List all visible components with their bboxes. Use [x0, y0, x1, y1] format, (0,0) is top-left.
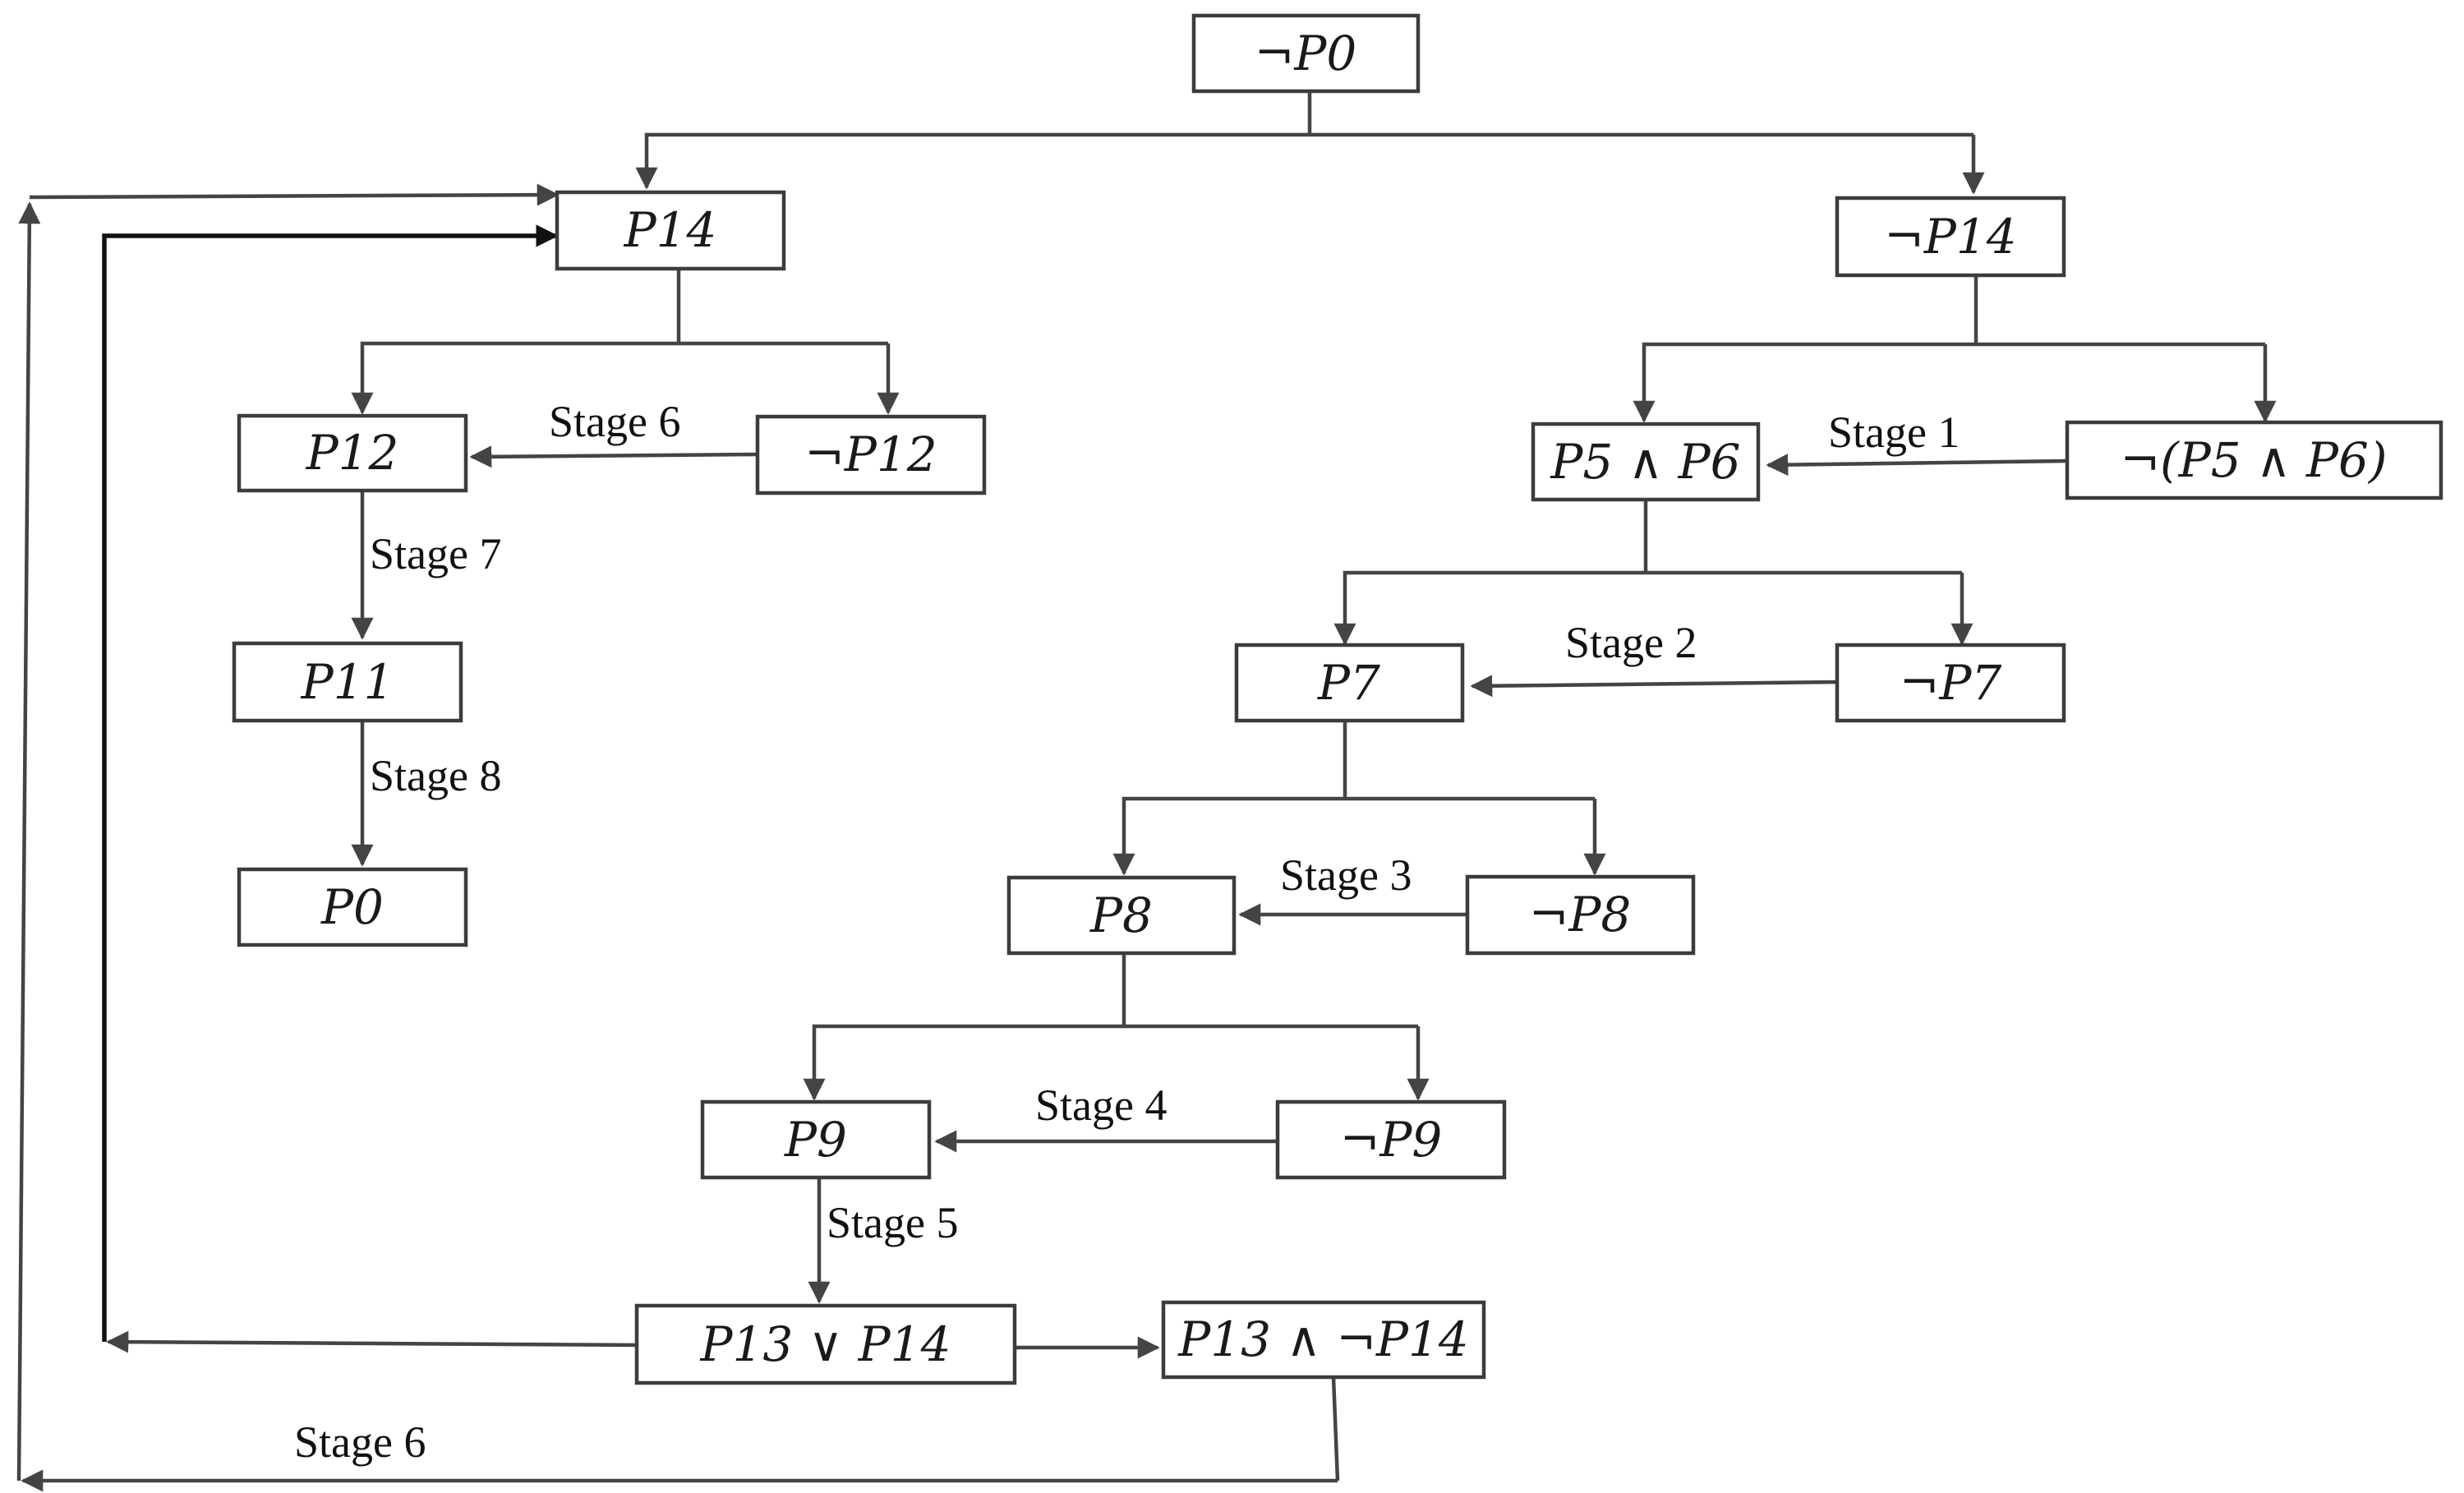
node-label: P5 ∧ P6 [1550, 434, 1740, 490]
stage-3-label: Stage 3 [1280, 850, 1412, 900]
edge-not-p14-to-p5p6 [1633, 342, 2265, 423]
edge-outer-rail-up [16, 201, 41, 1481]
edge-left-rail-to-p14 [102, 224, 559, 1342]
stage-6-label-bottom: Stage 6 [294, 1417, 426, 1467]
edges [16, 91, 2277, 1492]
node-p11: P11 [232, 641, 463, 723]
node-label: P13 ∨ P14 [700, 1316, 951, 1372]
edge-p7-to-p8 [1112, 796, 1595, 876]
edge-not-p5p6-to-p5p6 [1766, 454, 2068, 477]
nodes: ¬P0 P14 ¬P14 P12 ¬P12 P11 P0 P5 [232, 13, 2443, 1385]
node-not-p5-and-p6: ¬(P5 ∧ P6) [2065, 420, 2443, 500]
stage-labels: Stage 6 Stage 7 Stage 8 Stage 1 Stage 2 … [294, 397, 1960, 1467]
node-not-p0: ¬P0 [1191, 13, 1421, 94]
node-p8: P8 [1006, 875, 1237, 956]
stage-5-label: Stage 5 [827, 1198, 958, 1247]
node-p13-or-p14: P13 ∨ P14 [634, 1303, 1017, 1385]
node-label: ¬P7 [1900, 655, 2002, 711]
stage-1-label: Stage 1 [1828, 408, 1960, 457]
edge-root-to-p14 [635, 132, 1974, 190]
node-label: ¬P0 [1255, 25, 1357, 81]
node-label: P0 [320, 879, 384, 935]
node-label: P8 [1089, 887, 1153, 943]
edge-and-down [1331, 1376, 1340, 1481]
node-label: P11 [301, 654, 394, 710]
node-p0: P0 [237, 867, 468, 947]
edge-not-p7-to-p7 [1470, 675, 1838, 698]
edge-or-to-left-rail [106, 1330, 638, 1353]
edge-p14-to-p12 [351, 341, 888, 415]
edge-p5p6-to-p7 [1333, 570, 1962, 646]
node-label: P13 ∧ ¬P14 [1177, 1311, 1469, 1367]
node-p9: P9 [700, 1099, 932, 1180]
node-p7: P7 [1234, 643, 1465, 723]
node-label: ¬P12 [804, 426, 937, 482]
node-p13-and-not-p14: P13 ∧ ¬P14 [1161, 1300, 1486, 1380]
node-p5-and-p6: P5 ∧ P6 [1531, 422, 1761, 502]
edge-outer-rail-to-p14 [29, 183, 560, 206]
node-label: P7 [1317, 655, 1380, 711]
node-p14: P14 [555, 190, 786, 271]
node-label: ¬(P5 ∧ P6) [2120, 432, 2387, 488]
node-label: ¬P14 [1884, 209, 2016, 265]
node-label: P14 [624, 202, 717, 258]
node-not-p14: ¬P14 [1835, 196, 2066, 278]
stage-8-label: Stage 8 [370, 751, 501, 800]
stage-7-label: Stage 7 [370, 529, 501, 578]
node-label: P12 [306, 425, 399, 481]
edge-not-p12-to-p12 [469, 445, 758, 468]
node-not-p8: ¬P8 [1465, 874, 1696, 956]
node-label: ¬P8 [1529, 887, 1632, 942]
stage-6-label-left: Stage 6 [549, 397, 680, 446]
node-not-p7: ¬P7 [1835, 643, 2066, 723]
edge-p8-to-p9 [803, 1024, 1418, 1101]
node-label: P9 [784, 1112, 847, 1168]
stage-2-label: Stage 2 [1565, 618, 1697, 667]
stage-4-label: Stage 4 [1035, 1081, 1167, 1130]
node-not-p9: ¬P9 [1275, 1099, 1507, 1180]
node-p12: P12 [237, 413, 468, 493]
node-label: ¬P9 [1340, 1112, 1443, 1168]
node-not-p12: ¬P12 [755, 414, 987, 495]
